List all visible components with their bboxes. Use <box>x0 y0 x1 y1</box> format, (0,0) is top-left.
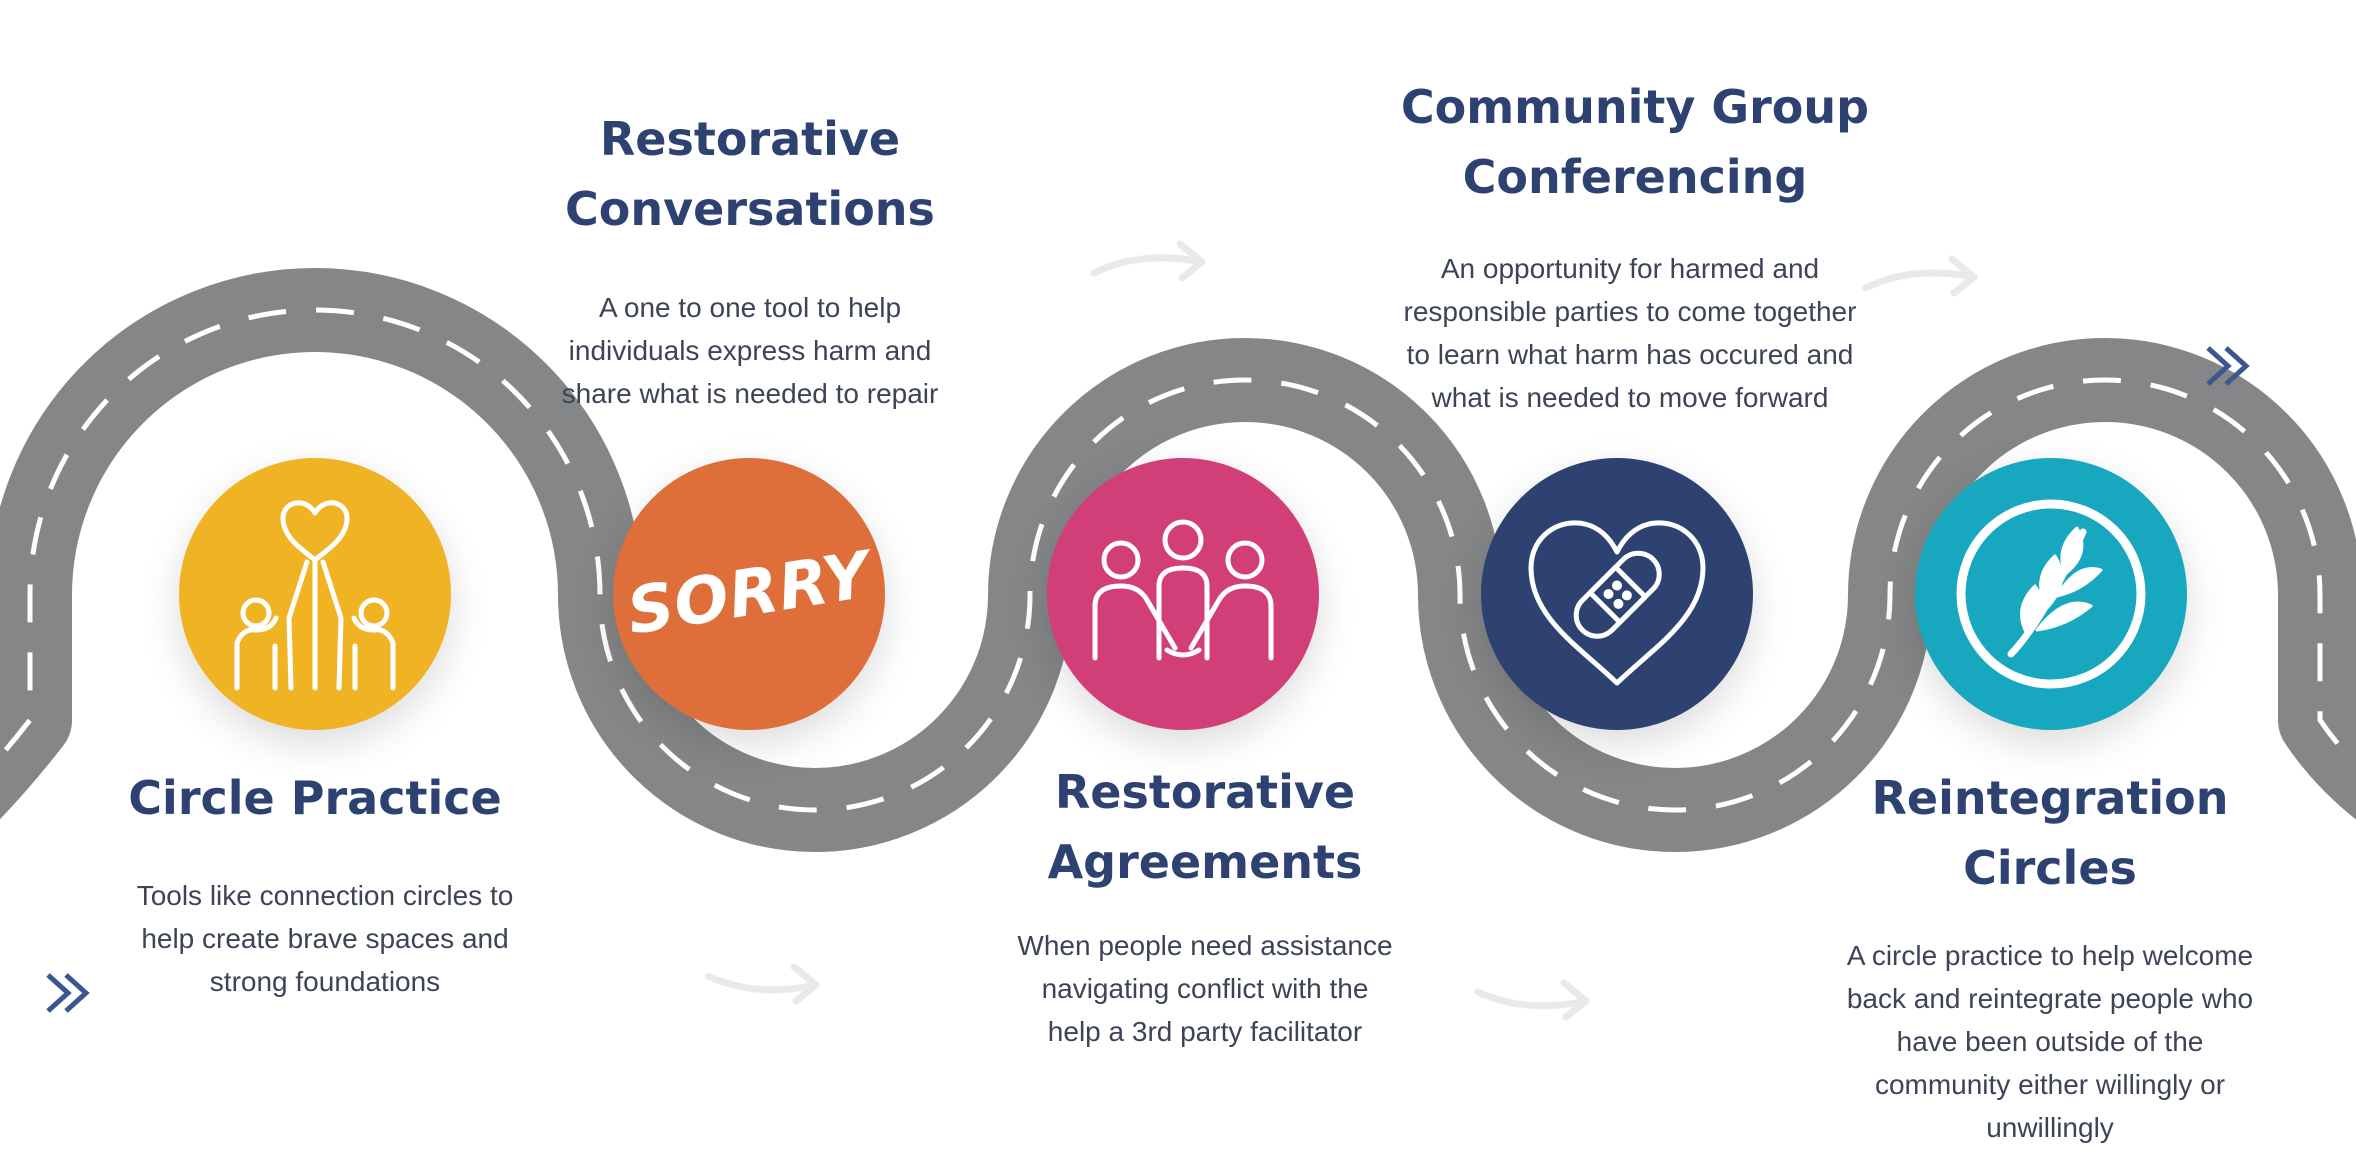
people-heart-icon <box>234 500 396 691</box>
restorative-agreements-icon-circle <box>1047 458 1319 730</box>
road-center-dashes <box>0 307 2356 813</box>
step-description: An opportunity for harmed and responsibl… <box>1403 253 1857 413</box>
step-title: Community Group Conferencing <box>1400 80 1870 204</box>
community-group-conferencing-icon-circle <box>1481 458 1753 730</box>
group-holding-hands-icon <box>1092 519 1274 661</box>
arrow-icon <box>1862 255 1978 297</box>
arrow-icon <box>1090 240 1206 282</box>
step-description: A circle practice to help welcome back a… <box>1846 940 2254 1143</box>
step-description: When people need assistance navigating c… <box>1017 930 1393 1047</box>
step-title: Circle Practice <box>128 771 502 825</box>
step-title: Restorative Agreements <box>1047 765 1363 889</box>
restorative-conversations-icon-circle: SORRY <box>613 458 885 730</box>
step-description: Tools like connection circles to help cr… <box>136 880 514 997</box>
leaf-circle-icon <box>1956 499 2146 689</box>
double-chevron-icon <box>46 973 90 1013</box>
step-description: A one to one tool to help individuals ex… <box>561 292 939 409</box>
step-title: Restorative Conversations <box>565 112 935 236</box>
arrow-icon <box>1474 979 1590 1021</box>
circle-practice-icon-circle <box>179 458 451 730</box>
step-title: Reintegration Circles <box>1871 771 2229 895</box>
double-chevron-icon <box>2206 346 2250 386</box>
sorry-icon: SORRY <box>622 538 876 650</box>
reintegration-circles-icon-circle <box>1915 458 2187 730</box>
bandaged-heart-icon <box>1528 520 1706 686</box>
arrow-icon <box>704 963 820 1005</box>
